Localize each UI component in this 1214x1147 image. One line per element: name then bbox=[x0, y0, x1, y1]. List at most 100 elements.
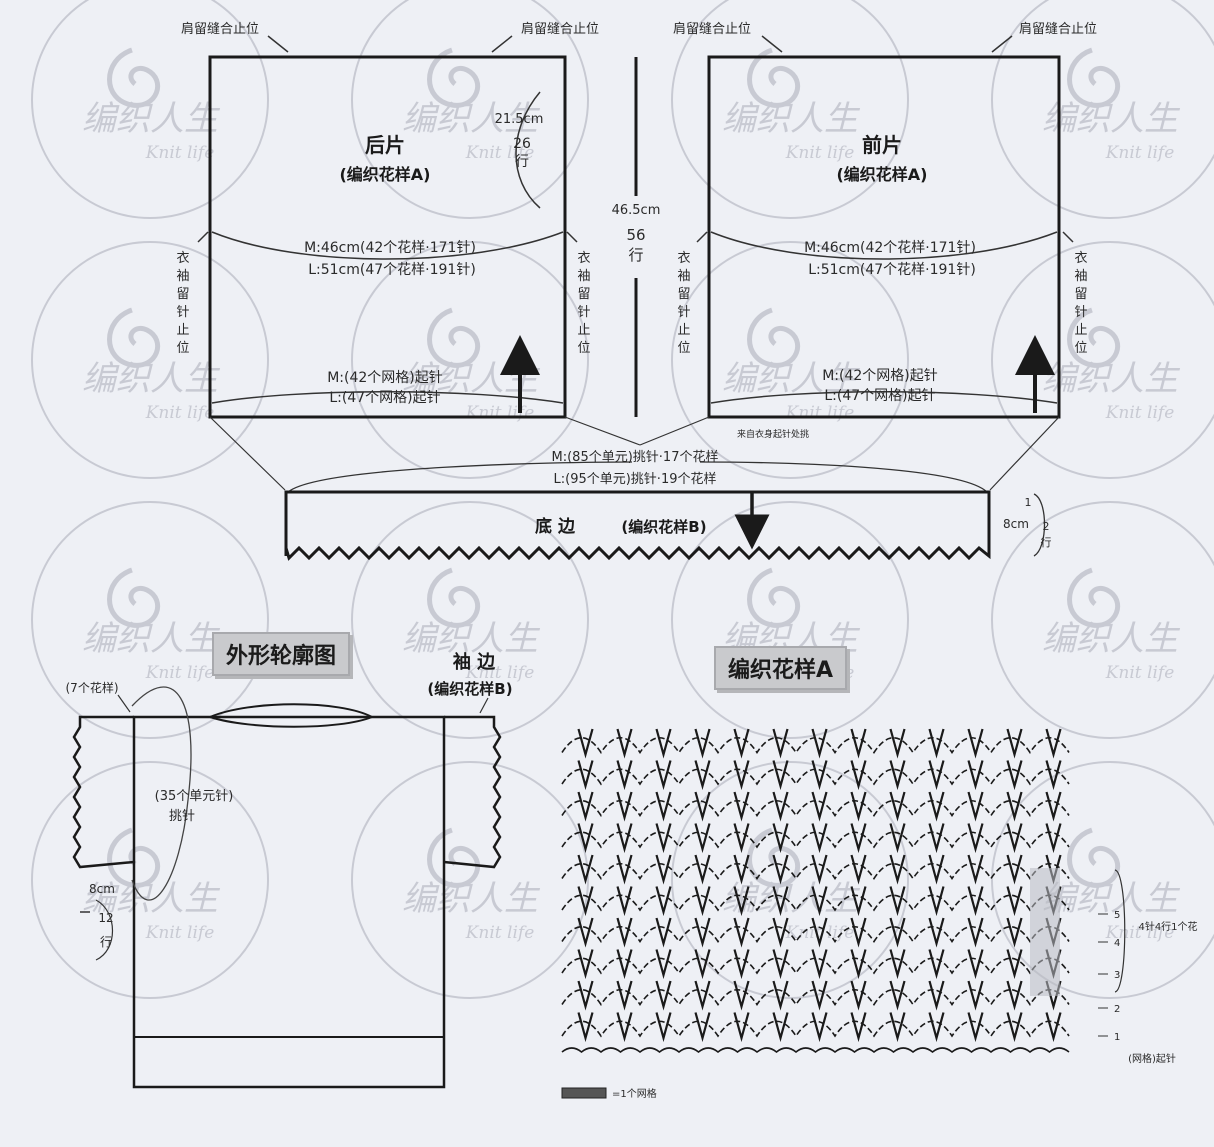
chart-v-stitch bbox=[850, 1012, 867, 1043]
repeat-label: 4针4行1个花 bbox=[1138, 920, 1197, 933]
front-panel: 前片 (编织花样A) M:46cm(42个花样·171针) L:51cm(47个… bbox=[707, 55, 1061, 440]
chart-v-stitch bbox=[577, 949, 594, 980]
armhole-char: 止 bbox=[176, 323, 189, 338]
chart-v-stitch bbox=[889, 791, 906, 822]
chart-v-stitch bbox=[577, 917, 594, 948]
chart-v-stitch bbox=[889, 823, 906, 854]
back-width-l: L:51cm(47个花样·191针) bbox=[308, 262, 476, 278]
chart-v-stitch bbox=[811, 760, 828, 791]
neckline bbox=[207, 703, 375, 728]
watermark-subtext: Knit life bbox=[1105, 663, 1175, 683]
outline-height-brace bbox=[95, 899, 114, 961]
front-panel-outline bbox=[707, 55, 1061, 419]
chart-v-stitch bbox=[850, 980, 867, 1011]
cast-on-label: (网格)起针 bbox=[1128, 1052, 1176, 1065]
chart-v-stitch bbox=[1006, 1012, 1023, 1043]
watermark-subtext: Knit life bbox=[145, 143, 215, 163]
chart-v-stitch bbox=[655, 791, 672, 822]
left-sleeve-cuff bbox=[72, 715, 135, 869]
watermark-ring bbox=[991, 0, 1214, 219]
chart-v-stitch bbox=[850, 917, 867, 948]
armhole-char: 针 bbox=[577, 305, 590, 320]
watermark-ring bbox=[351, 761, 589, 999]
front-title: 前片 bbox=[862, 133, 902, 157]
chart-v-stitch bbox=[1045, 823, 1062, 854]
watermark-ring bbox=[671, 241, 909, 479]
chart-v-stitch bbox=[772, 854, 789, 885]
center-rows-u: 行 bbox=[628, 246, 643, 264]
shoulder-labels: 肩留缝合止位 肩留缝合止位 肩留缝合止位 肩留缝合止位 bbox=[181, 21, 1097, 53]
chart-v-stitch bbox=[577, 728, 594, 759]
chart-v-stitch bbox=[889, 728, 906, 759]
armhole-char: 留 bbox=[176, 287, 189, 302]
watermark-text: 编织人生 bbox=[1042, 619, 1181, 659]
leader-line bbox=[761, 35, 783, 53]
chart-v-stitch bbox=[811, 917, 828, 948]
hem-rows-1: 1 bbox=[1025, 496, 1032, 509]
chart-v-stitch bbox=[694, 823, 711, 854]
armhole-char: 位 bbox=[176, 341, 189, 356]
chart-v-stitch bbox=[655, 980, 672, 1011]
chart-v-stitch bbox=[772, 980, 789, 1011]
chart-v-stitch bbox=[772, 886, 789, 917]
armhole-char: 衣 bbox=[1074, 250, 1087, 266]
legend-swatch bbox=[561, 1087, 607, 1099]
watermark-subtext: Knit life bbox=[465, 663, 535, 683]
chart-v-stitch bbox=[967, 791, 984, 822]
watermark-swirl bbox=[1067, 47, 1121, 108]
watermark-text: 编织人生 bbox=[1042, 359, 1181, 399]
back-armhole-arc bbox=[515, 91, 541, 209]
hem-band: 底 边 (编织花样B) 8cm 1 2 行 bbox=[284, 490, 1052, 561]
hem-pickup-m: M:(85个单元)挑针·17个花样 bbox=[552, 449, 719, 465]
pattern-a-title: 编织花样A bbox=[714, 646, 848, 690]
chart-v-stitch bbox=[616, 854, 633, 885]
watermark-swirl bbox=[107, 47, 161, 108]
chart-v-stitch bbox=[928, 886, 945, 917]
watermark-swirl bbox=[1067, 827, 1121, 888]
chart-v-stitch bbox=[655, 728, 672, 759]
chart-v-stitch bbox=[655, 917, 672, 948]
armhole-char: 止 bbox=[677, 323, 690, 338]
watermark-ring bbox=[671, 0, 909, 219]
leader-line bbox=[491, 35, 513, 53]
back-subtitle: (编织花样A) bbox=[339, 165, 430, 184]
watermark-text: 编织人生 bbox=[402, 879, 541, 919]
chart-v-stitch bbox=[889, 980, 906, 1011]
chart-v-stitch bbox=[889, 854, 906, 885]
chart-v-stitch bbox=[967, 1012, 984, 1043]
chart-v-stitch bbox=[733, 949, 750, 980]
leader-line bbox=[1062, 231, 1074, 243]
sleeve-pattern: (编织花样B) bbox=[427, 680, 512, 698]
armhole-char: 衣 bbox=[677, 250, 690, 266]
chart-row-label: 1 bbox=[1114, 1032, 1120, 1043]
connector-line bbox=[989, 416, 1060, 491]
watermark-swirl bbox=[1067, 567, 1121, 628]
armhole-char: 袖 bbox=[577, 269, 590, 284]
leader-line bbox=[566, 231, 578, 243]
chart-foundation-chain bbox=[561, 1047, 1070, 1054]
right-sleeve-cuff bbox=[443, 715, 502, 869]
armhole-char: 留 bbox=[577, 287, 590, 302]
watermark-swirl bbox=[747, 827, 801, 888]
front-width-m: M:46cm(42个花样·171针) bbox=[804, 240, 976, 256]
watermark-swirl bbox=[107, 307, 161, 368]
chart-v-stitch bbox=[1006, 980, 1023, 1011]
armhole-char: 衣 bbox=[176, 250, 189, 266]
chart-v-stitch bbox=[733, 728, 750, 759]
chart-v-stitch bbox=[967, 823, 984, 854]
chart-v-stitch bbox=[1006, 823, 1023, 854]
chart-v-stitch bbox=[1045, 760, 1062, 791]
chart-v-stitch bbox=[694, 1012, 711, 1043]
armhole-char: 留 bbox=[1074, 287, 1087, 302]
chart-v-stitch bbox=[694, 760, 711, 791]
hem-label: 底 边 bbox=[535, 516, 576, 537]
watermark-swirl bbox=[747, 567, 801, 628]
chart-v-stitch bbox=[616, 791, 633, 822]
chart-v-stitch bbox=[1006, 886, 1023, 917]
chart-v-stitch bbox=[577, 886, 594, 917]
watermark-swirl bbox=[747, 47, 801, 108]
chart-v-stitch bbox=[928, 823, 945, 854]
chart-row-label: 3 bbox=[1114, 970, 1120, 981]
